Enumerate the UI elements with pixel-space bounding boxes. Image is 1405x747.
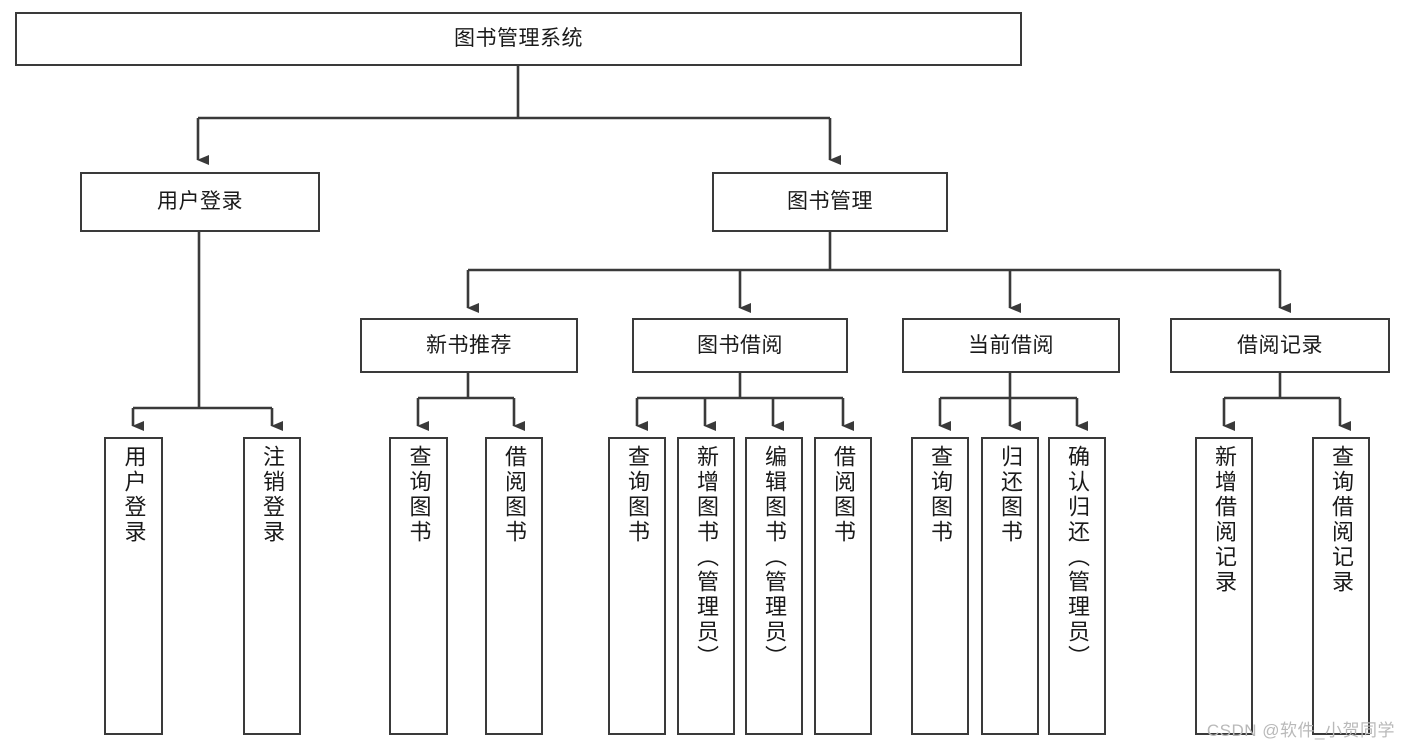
node-label: 查询借阅记录	[1329, 445, 1354, 595]
leaf-borrow-edit-book[interactable]: 编辑图书（管理员）	[745, 437, 803, 735]
node-current-borrow[interactable]: 当前借阅	[902, 318, 1120, 373]
node-label: 新增图书（管理员）	[694, 445, 719, 670]
node-label: 用户登录	[121, 445, 147, 545]
leaf-record-add[interactable]: 新增借阅记录	[1195, 437, 1253, 735]
leaf-borrow-borrow-book[interactable]: 借阅图书	[814, 437, 872, 735]
leaf-new-book-query[interactable]: 查询图书	[389, 437, 448, 735]
leaf-current-query-book[interactable]: 查询图书	[911, 437, 969, 735]
node-label: 借阅图书	[502, 445, 527, 545]
node-label: 当前借阅	[968, 333, 1054, 357]
csdn-watermark: CSDN @软件_小贺同学	[1206, 721, 1395, 740]
leaf-current-return-book[interactable]: 归还图书	[981, 437, 1039, 735]
node-label: 图书管理	[787, 190, 873, 214]
leaf-borrow-query-book[interactable]: 查询图书	[608, 437, 666, 735]
node-label: 新书推荐	[426, 333, 512, 357]
node-label: 查询图书	[406, 445, 432, 545]
leaf-borrow-add-book[interactable]: 新增图书（管理员）	[677, 437, 735, 735]
leaf-current-confirm-return[interactable]: 确认归还（管理员）	[1048, 437, 1106, 735]
node-label: 图书管理系统	[454, 27, 583, 51]
node-label: 新增借阅记录	[1212, 445, 1237, 595]
leaf-new-book-borrow[interactable]: 借阅图书	[485, 437, 543, 735]
node-borrow-record[interactable]: 借阅记录	[1170, 318, 1390, 373]
node-book-management[interactable]: 图书管理	[712, 172, 948, 232]
node-new-book-recommend[interactable]: 新书推荐	[360, 318, 578, 373]
node-label: 注销登录	[260, 445, 285, 545]
node-label: 借阅图书	[831, 445, 856, 545]
leaf-user-login-signin[interactable]: 用户登录	[104, 437, 163, 735]
node-label: 编辑图书（管理员）	[762, 445, 787, 670]
node-label: 查询图书	[625, 445, 650, 545]
leaf-record-query[interactable]: 查询借阅记录	[1312, 437, 1370, 735]
node-user-login[interactable]: 用户登录	[80, 172, 320, 232]
node-label: 归还图书	[998, 445, 1023, 545]
node-label: 图书借阅	[697, 333, 783, 357]
leaf-user-login-signout[interactable]: 注销登录	[243, 437, 301, 735]
node-root-system[interactable]: 图书管理系统	[15, 12, 1022, 66]
node-book-borrow[interactable]: 图书借阅	[632, 318, 848, 373]
node-label: 确认归还（管理员）	[1065, 445, 1090, 670]
node-label: 借阅记录	[1237, 333, 1323, 357]
node-label: 用户登录	[157, 190, 243, 214]
node-label: 查询图书	[928, 445, 953, 545]
